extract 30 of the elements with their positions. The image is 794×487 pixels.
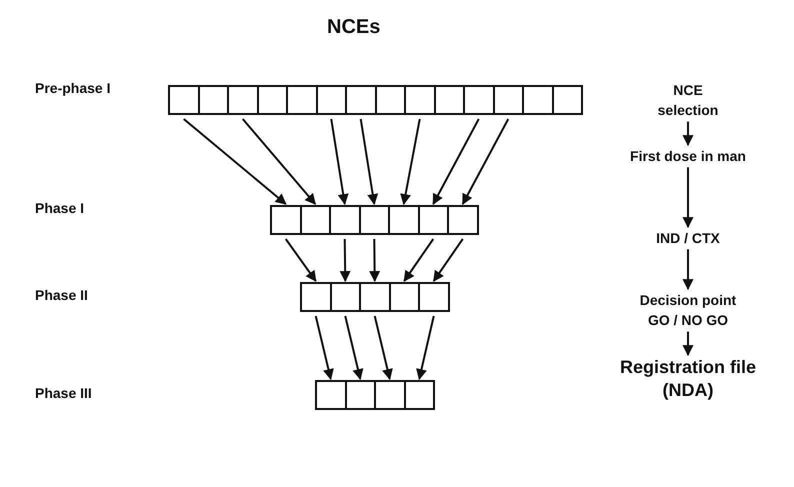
phase-label: Pre-phase I <box>35 80 110 96</box>
arrow <box>344 316 364 380</box>
title: NCEs <box>327 16 380 39</box>
phase-label: Phase III <box>35 385 92 401</box>
step-text: IND / CTX <box>618 228 758 248</box>
step-text: NCE selection <box>646 80 730 121</box>
arrow <box>374 316 393 380</box>
step-text: Registration file (NDA) <box>598 356 778 403</box>
arrow <box>360 118 378 206</box>
arrow <box>432 118 480 205</box>
arrow <box>400 118 421 206</box>
arrow <box>462 118 510 205</box>
arrow <box>314 316 334 380</box>
arrow <box>682 332 694 356</box>
step-text: Decision point GO / NO GO <box>632 290 744 331</box>
arrow <box>416 316 435 380</box>
arrow <box>340 238 351 282</box>
arrow <box>369 238 380 282</box>
arrow <box>183 118 287 205</box>
arrow <box>682 122 694 146</box>
arrow <box>330 118 349 206</box>
arrow <box>682 167 694 228</box>
arrow <box>432 238 464 282</box>
phase-label: Phase II <box>35 287 88 303</box>
arrow <box>682 249 694 290</box>
arrow <box>403 238 434 282</box>
step-text: First dose in man <box>603 146 773 166</box>
arrow <box>242 118 316 205</box>
phase-label: Phase I <box>35 200 84 216</box>
arrow <box>284 238 317 282</box>
